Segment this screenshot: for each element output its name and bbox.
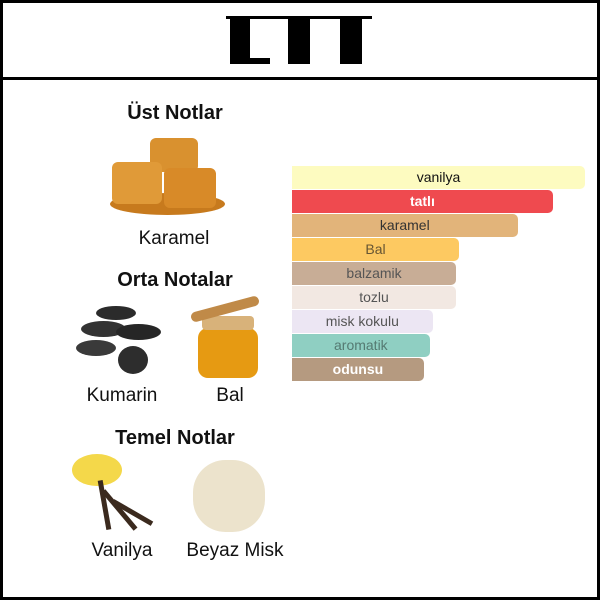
note-label-kumarin: Kumarin — [86, 385, 158, 406]
note-label-beyaz-misk: Beyaz Misk — [186, 540, 284, 561]
accord-bar-Bal: Bal — [292, 238, 459, 261]
accord-bar-odunsu: odunsu — [292, 358, 424, 381]
accord-bar-karamel: karamel — [292, 214, 518, 237]
accord-bar-tozlu: tozlu — [292, 286, 457, 309]
note-label-bal: Bal — [216, 385, 244, 406]
tonka-bean-image — [76, 306, 166, 376]
accord-bar-tatlı: tatlı — [292, 190, 553, 213]
brand-logo — [226, 14, 372, 66]
base-notes-title: Temel Notlar — [115, 427, 235, 449]
accord-bar-vanilya: vanilya — [292, 166, 585, 189]
accord-bar-aromatik: aromatik — [292, 334, 430, 357]
note-label-vanilya: Vanilya — [91, 540, 153, 561]
white-musk-image — [193, 460, 265, 532]
middle-notes-title: Orta Notalar — [117, 269, 233, 291]
top-notes-title: Üst Notlar — [127, 102, 223, 124]
accord-bar-balzamik: balzamik — [292, 262, 457, 285]
caramel-image — [110, 138, 225, 218]
header — [0, 0, 600, 80]
honey-jar-image — [189, 295, 262, 380]
vanilla-image — [72, 450, 167, 535]
accord-bar-misk-kokulu: misk kokulu — [292, 310, 433, 333]
note-label-karamel: Karamel — [138, 228, 210, 249]
